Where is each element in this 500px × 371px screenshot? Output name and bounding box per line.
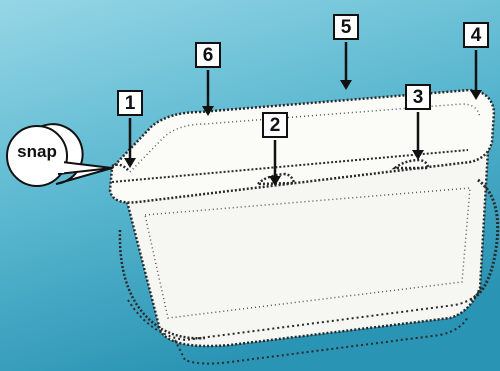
bucket-body <box>118 148 500 365</box>
label-4: 4 <box>463 22 489 48</box>
bucket-lid <box>108 88 496 204</box>
label-1: 1 <box>117 90 143 116</box>
label-arrows <box>124 42 482 186</box>
snap-callout-text: snap <box>17 142 57 161</box>
label-3: 3 <box>405 84 431 110</box>
label-5: 5 <box>333 14 359 40</box>
label-6: 6 <box>195 42 221 68</box>
label-2: 2 <box>262 112 288 138</box>
snap-callout-bubble <box>6 123 113 187</box>
